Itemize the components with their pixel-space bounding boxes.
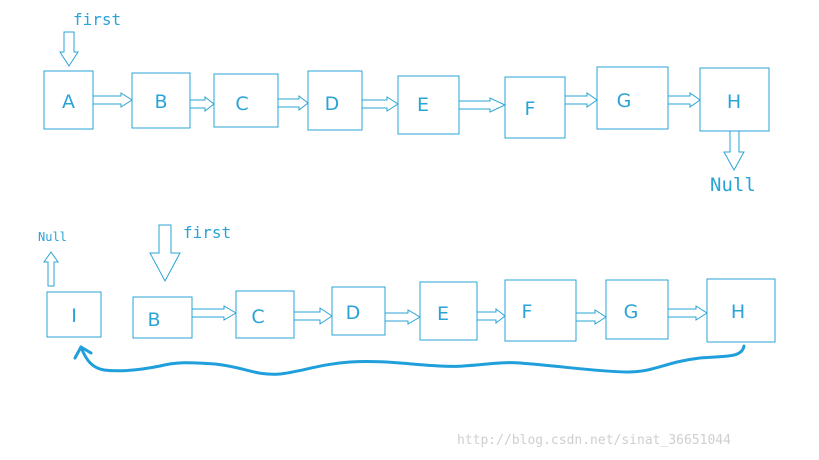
bottom-node-h-label: H: [731, 301, 745, 323]
top-node-e-label: E: [417, 94, 429, 116]
top-node-g: G: [596, 66, 669, 130]
bottom-link-d-e: [384, 309, 421, 325]
top-node-c: C: [213, 73, 279, 128]
top-link-d-e: [361, 96, 399, 112]
bottom-first-label: first: [183, 223, 231, 242]
top-first-arrow: [59, 31, 79, 67]
bottom-node-f: F: [504, 279, 577, 342]
bottom-node-d-label: D: [346, 302, 361, 324]
bottom-first-arrow: [149, 224, 181, 283]
watermark: http://blog.csdn.net/sinat_36651044: [457, 433, 731, 448]
top-first-label: first: [73, 10, 121, 29]
top-link-e-f: [458, 97, 507, 113]
top-node-c-label: C: [235, 93, 248, 115]
bottom-node-g: G: [605, 279, 669, 340]
bottom-node-i-label: I: [71, 305, 77, 327]
reverse-link-arrowhead: [73, 345, 93, 360]
bottom-link-f-g: [575, 309, 607, 325]
reverse-link-curve: [79, 344, 746, 376]
bottom-null-arrow: [43, 251, 59, 287]
top-node-b: B: [131, 72, 191, 129]
bottom-link-b-c: [191, 305, 237, 321]
bottom-node-b: B: [132, 296, 193, 339]
bottom-node-d: D: [331, 286, 386, 336]
bottom-node-f-label: F: [522, 301, 533, 323]
bottom-node-c: C: [235, 290, 295, 339]
top-node-f: F: [504, 76, 566, 139]
bottom-node-i: I: [46, 291, 102, 338]
top-null-label: Null: [710, 174, 756, 196]
bottom-node-h: H: [706, 278, 776, 343]
top-node-h: H: [699, 67, 770, 132]
top-node-d: D: [307, 70, 363, 131]
top-node-e: E: [397, 75, 460, 135]
top-node-a: A: [43, 70, 94, 130]
top-link-f-g: [564, 92, 598, 108]
bottom-link-e-f: [476, 307, 506, 325]
top-node-d-label: D: [325, 93, 340, 115]
top-node-f-label: F: [525, 98, 536, 120]
bottom-link-g-h: [667, 305, 708, 321]
bottom-node-c-label: C: [251, 306, 264, 328]
bottom-node-g-label: G: [624, 301, 639, 323]
bottom-node-e: E: [419, 281, 478, 341]
top-link-b-c: [189, 95, 215, 113]
top-node-b-label: B: [154, 91, 167, 113]
top-node-h-label: H: [727, 91, 741, 113]
top-link-c-d: [277, 94, 309, 112]
top-node-g-label: G: [617, 90, 632, 112]
bottom-null-label: Null: [38, 230, 67, 244]
top-null-arrow: [723, 130, 745, 172]
top-link-g-h: [667, 92, 701, 108]
bottom-link-c-d: [293, 307, 333, 325]
top-node-a-label: A: [62, 91, 75, 113]
bottom-node-e-label: E: [437, 303, 449, 325]
bottom-node-b-label: B: [147, 309, 160, 331]
top-link-a-b: [92, 92, 133, 108]
